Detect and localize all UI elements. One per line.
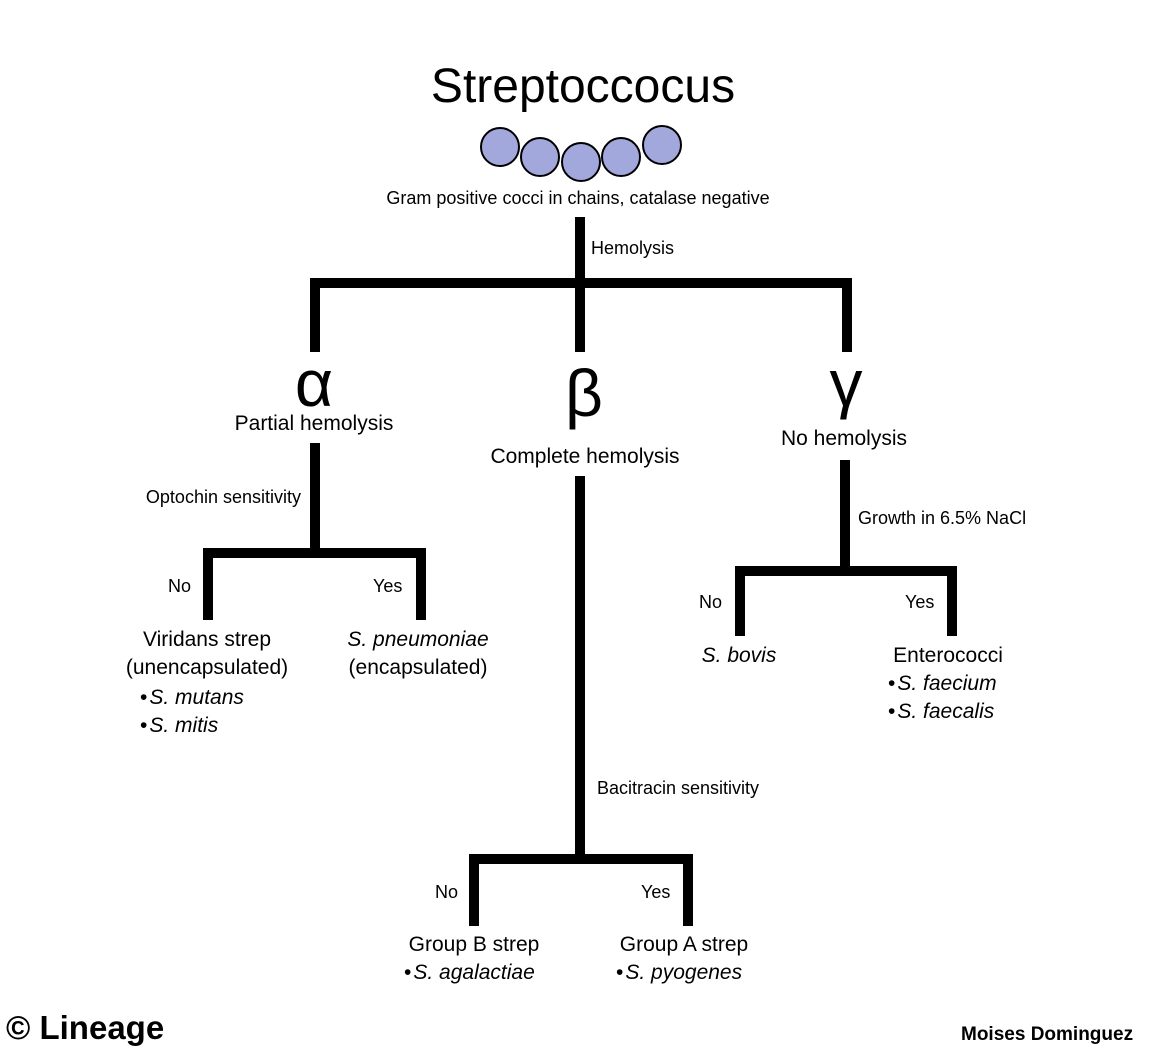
viridans-strep-note: (unencapsulated)	[125, 656, 289, 679]
pneumoniae-name: S. pneumoniae	[347, 628, 489, 651]
beta-drop	[575, 278, 585, 352]
genus-description: Gram positive cocci in chains, catalase …	[386, 188, 770, 208]
beta-label: Complete hemolysis	[490, 445, 680, 468]
beta-no-label: No	[435, 882, 459, 902]
alpha-yes-label: Yes	[373, 576, 403, 596]
page-title: Streptoccocus	[430, 60, 736, 113]
viridans-strep-name: Viridans strep	[142, 628, 272, 651]
gamma-test-label: Growth in 6.5% NaCl	[858, 508, 1027, 528]
root-stem	[575, 217, 585, 283]
gamma-stem	[840, 460, 850, 572]
copyright-logo: © Lineage	[6, 1009, 165, 1046]
alpha-no-drop	[203, 548, 213, 620]
alpha-symbol: α	[294, 346, 334, 420]
gamma-crossbar	[735, 566, 957, 576]
species-item: S. mutans	[140, 687, 244, 708]
beta-symbol: β	[565, 356, 603, 430]
coccus	[601, 137, 641, 177]
alpha-stem	[310, 443, 320, 555]
species-item: S. faecium	[888, 673, 996, 694]
beta-yes-drop	[683, 854, 693, 926]
bovis-name: S. bovis	[701, 644, 777, 667]
group-a-strep-name: Group A strep	[619, 933, 749, 956]
beta-stem	[575, 476, 585, 862]
coccus	[642, 125, 682, 165]
group-b-strep-name: Group B strep	[408, 933, 540, 956]
alpha-test-label: Optochin sensitivity	[145, 487, 301, 507]
coccus	[480, 127, 520, 167]
gamma-label: No hemolysis	[780, 427, 908, 450]
gamma-yes-drop	[947, 566, 957, 636]
coccus	[520, 137, 560, 177]
beta-yes-label: Yes	[641, 882, 671, 902]
alpha-label: Partial hemolysis	[234, 412, 394, 435]
gamma-yes-label: Yes	[905, 592, 935, 612]
alpha-no-label: No	[168, 576, 192, 596]
beta-test-label: Bacitracin sensitivity	[597, 778, 760, 798]
alpha-crossbar	[203, 548, 426, 558]
species-item: S. faecalis	[888, 701, 994, 722]
alpha-drop	[310, 278, 320, 352]
gamma-drop	[842, 278, 852, 352]
gamma-symbol: γ	[829, 346, 863, 420]
author-credit: Moises Dominguez	[961, 1024, 1134, 1045]
coccus	[561, 142, 601, 182]
species-item: S. agalactiae	[404, 962, 534, 983]
root-test-label: Hemolysis	[591, 238, 675, 258]
enterococci-name: Enterococci	[893, 644, 1003, 667]
species-item: S. pyogenes	[616, 962, 742, 983]
pneumoniae-note: (encapsulated)	[348, 656, 488, 679]
beta-crossbar	[469, 854, 693, 864]
species-item: S. mitis	[140, 715, 218, 736]
beta-no-drop	[469, 854, 479, 926]
gamma-no-drop	[735, 566, 745, 636]
gamma-no-label: No	[699, 592, 723, 612]
alpha-yes-drop	[416, 548, 426, 620]
